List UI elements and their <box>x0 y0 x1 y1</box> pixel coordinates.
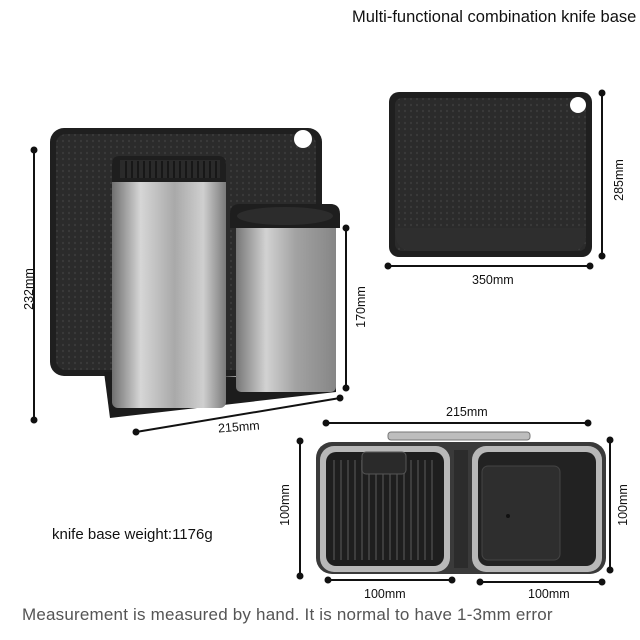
measurement-note: Measurement is measured by hand. It is n… <box>22 605 553 624</box>
top-view-depth-label: 100mm <box>278 484 292 526</box>
dimension-lines-top-view <box>296 419 614 586</box>
top-view-width-label: 215mm <box>446 405 488 419</box>
holder-width-label: 215mm <box>217 418 261 436</box>
knife-block <box>112 158 226 408</box>
board-width-label: 350mm <box>472 273 514 287</box>
left-cup-width-label: 100mm <box>364 587 406 601</box>
weight-text: knife base weight:1176g <box>52 526 213 543</box>
assembled-holder <box>50 128 340 418</box>
cup-height-label: 170mm <box>354 286 368 328</box>
dimension-lines-holder <box>30 146 350 436</box>
top-view-depth-right-label: 100mm <box>616 484 630 526</box>
utensil-cup <box>236 204 336 392</box>
holder-height-label: 232mm <box>22 268 36 310</box>
cutting-board <box>389 92 592 257</box>
top-view <box>316 431 606 574</box>
page-title: Multi-functional combination knife base <box>352 8 637 26</box>
board-height-label: 285mm <box>612 159 626 201</box>
dimension-lines-board <box>384 89 606 270</box>
board-hang-hole <box>294 130 312 148</box>
right-cup-width-label: 100mm <box>528 587 570 601</box>
